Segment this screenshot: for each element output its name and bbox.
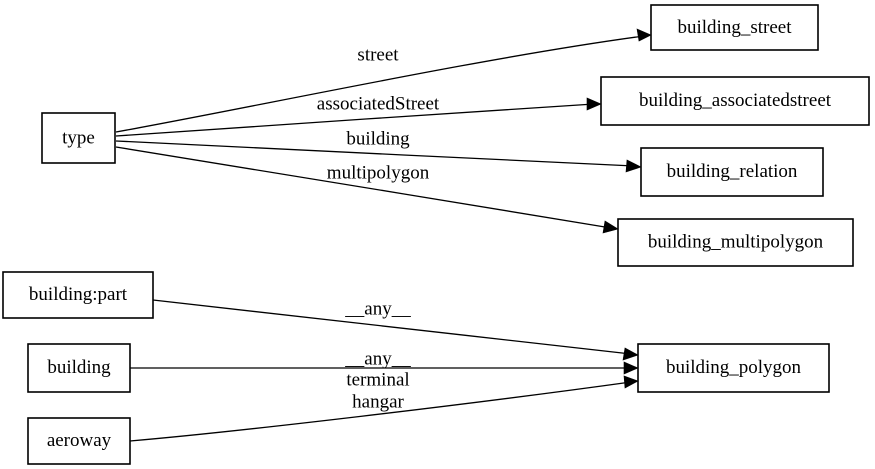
- node-box[interactable]: [650, 4, 819, 51]
- node-building[interactable]: building: [27, 343, 131, 393]
- node-label: building:part: [29, 284, 128, 305]
- node-label: building_polygon: [666, 357, 802, 378]
- edge-label-associatedstreet: associatedStreet: [317, 93, 440, 114]
- node-building-associatedstreet[interactable]: building_associatedstreet: [600, 76, 870, 126]
- edge-aeroway-building-polygon: [129, 375, 639, 442]
- node-label: aeroway: [47, 430, 112, 451]
- edge-label-layer: street associatedStreet building multipo…: [317, 44, 440, 412]
- node-building-part[interactable]: building:part: [2, 271, 154, 319]
- edge-label-terminal: terminal: [346, 369, 409, 390]
- node-box[interactable]: [27, 343, 131, 393]
- edge-building-building-polygon: [130, 361, 639, 375]
- edge-type-building-relation: [115, 140, 642, 173]
- edge-label-any-buildingpart: __any__: [344, 298, 411, 319]
- node-label: building_street: [678, 17, 793, 38]
- node-label: building_relation: [667, 161, 798, 182]
- edge-label-street: street: [357, 44, 399, 65]
- arrowhead-icon: [625, 159, 642, 173]
- node-layer: type building_street building_associated…: [2, 4, 870, 465]
- node-building-multipolygon[interactable]: building_multipolygon: [617, 218, 854, 267]
- edge-label-building: building: [346, 128, 410, 149]
- node-building-street[interactable]: building_street: [650, 4, 819, 51]
- node-building-relation[interactable]: building_relation: [640, 147, 824, 197]
- arrowhead-icon: [636, 28, 652, 42]
- arrowhead-icon: [586, 97, 602, 111]
- edge-label-hangar: hangar: [352, 391, 404, 412]
- edge-line: [115, 146, 612, 229]
- edge-type-building-multipolygon: [115, 146, 619, 234]
- edge-line: [152, 299, 632, 355]
- edge-line: [129, 381, 632, 442]
- arrowhead-icon: [623, 361, 639, 375]
- node-type[interactable]: type: [41, 112, 116, 164]
- edge-label-any-building: __any__: [344, 348, 411, 369]
- edge-line: [115, 35, 645, 133]
- node-building-polygon[interactable]: building_polygon: [637, 343, 830, 393]
- arrowhead-icon: [602, 220, 619, 234]
- node-box[interactable]: [27, 417, 131, 465]
- node-box[interactable]: [600, 76, 870, 126]
- edge-type-building-associatedstreet: [115, 97, 602, 137]
- node-box[interactable]: [637, 343, 830, 393]
- arrowhead-icon: [622, 347, 639, 361]
- node-label: building_multipolygon: [648, 231, 824, 252]
- arrowhead-icon: [623, 375, 639, 389]
- node-box[interactable]: [41, 112, 116, 164]
- node-label: type: [62, 127, 95, 148]
- edge-label-multipolygon: multipolygon: [327, 162, 430, 183]
- edge-line: [115, 103, 595, 137]
- edge-layer: [115, 28, 652, 442]
- edge-buildingpart-building-polygon: [152, 299, 639, 361]
- edge-type-building-street: [115, 28, 652, 133]
- node-box[interactable]: [640, 147, 824, 197]
- node-aeroway[interactable]: aeroway: [27, 417, 131, 465]
- node-box[interactable]: [617, 218, 854, 267]
- node-box[interactable]: [2, 271, 154, 319]
- node-label: building_associatedstreet: [639, 90, 832, 111]
- node-label: building: [47, 357, 111, 378]
- edge-line: [115, 140, 635, 167]
